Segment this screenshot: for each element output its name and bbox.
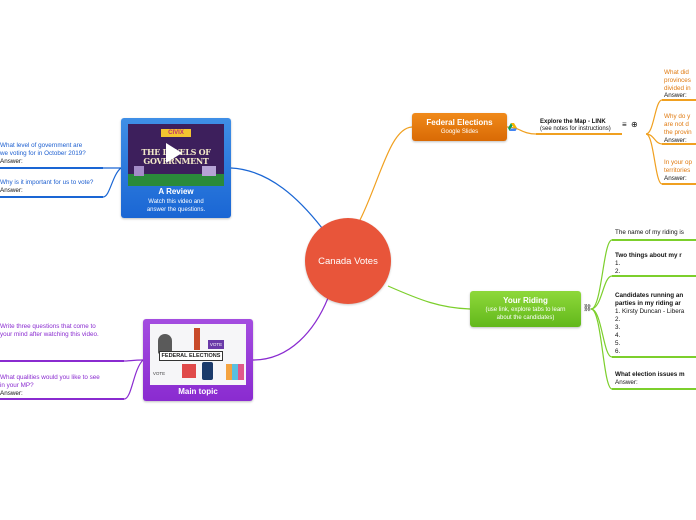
issues-answer[interactable]: Answer: <box>615 379 638 386</box>
federal-question-3-answer[interactable]: Answer: <box>664 175 687 182</box>
thumb-tower <box>194 328 200 350</box>
riding-subtitle-2: about the candidates) <box>496 315 555 321</box>
federal-subtitle: Google Slides <box>440 129 479 135</box>
main-topic-title: Main topic <box>178 387 218 396</box>
two-things-item-2[interactable]: 2. <box>615 268 621 275</box>
main-question-2-line1[interactable]: What qualities would you like to see <box>0 374 100 381</box>
thumb-brand: CIVIX <box>161 129 191 137</box>
candidate-item-2[interactable]: 2. <box>615 316 621 323</box>
federal-elections-thumbnail: VOTE FEDERAL ELECTIONS VOTE <box>150 324 246 385</box>
link-icon[interactable]: ⛓ <box>583 305 592 312</box>
federal-question-1-line2[interactable]: provinces <box>664 77 691 84</box>
explore-map-sublabel: (see notes for instructions) <box>540 126 611 132</box>
thumb-phone <box>202 362 213 380</box>
central-topic-label: Canada Votes <box>318 255 378 267</box>
your-riding-card[interactable]: Your Riding (use link, explore tabs to l… <box>470 291 581 327</box>
main-question-1-line1[interactable]: Write three questions that come to <box>0 323 96 330</box>
two-things-title[interactable]: Two things about my r <box>615 252 682 259</box>
review-question-2-line1[interactable]: Why is it important for us to vote? <box>0 179 94 186</box>
federal-question-2-line3[interactable]: the provin <box>664 129 692 136</box>
thumb-building-right <box>202 166 216 176</box>
review-question-1-line2[interactable]: we voting for in October 2019? <box>0 150 86 157</box>
review-title: A Review <box>158 187 194 196</box>
candidates-title-1[interactable]: Candidates running an <box>615 292 684 299</box>
thumb-ballot-box <box>182 364 196 378</box>
google-drive-icon[interactable] <box>508 123 517 133</box>
candidates-title-2[interactable]: parties in my riding ar <box>615 300 681 307</box>
main-question-1-line2[interactable]: your mind after watching this video. <box>0 331 99 338</box>
federal-title: Federal Elections <box>426 118 493 127</box>
federal-question-2-answer[interactable]: Answer: <box>664 137 687 144</box>
thumb-title: FEDERAL ELECTIONS <box>159 351 223 361</box>
video-thumbnail[interactable]: CIVIX THE LEVELS OF GOVERNMENT <box>128 124 224 186</box>
candidate-item-5[interactable]: 5. <box>615 340 621 347</box>
riding-subtitle-1: (use link, explore tabs to learn <box>485 307 566 313</box>
federal-question-2-line2[interactable]: are not d <box>664 121 689 128</box>
notes-icon[interactable]: ≡ <box>622 120 627 129</box>
thumb-badge-2: VOTE <box>152 371 166 376</box>
review-question-2-answer[interactable]: Answer: <box>0 187 23 194</box>
federal-question-1-answer[interactable]: Answer: <box>664 92 687 99</box>
explore-map-label[interactable]: Explore the Map - LINK <box>540 119 606 125</box>
federal-question-3-line2[interactable]: territories <box>664 167 691 174</box>
review-topic-card[interactable]: CIVIX THE LEVELS OF GOVERNMENT A Review … <box>121 118 231 218</box>
two-things-item-1[interactable]: 1. <box>615 260 621 267</box>
riding-title: Your Riding <box>503 296 548 305</box>
review-subtitle-1: Watch this video and <box>148 199 204 205</box>
play-icon[interactable] <box>166 143 182 163</box>
candidate-item-3[interactable]: 3. <box>615 324 621 331</box>
candidate-item-4[interactable]: 4. <box>615 332 621 339</box>
issues-title[interactable]: What election issues m <box>615 371 685 378</box>
review-subtitle-2: answer the questions. <box>146 207 206 213</box>
thumb-badge: VOTE <box>208 340 224 349</box>
globe-icon[interactable]: ⊕ <box>631 120 638 129</box>
thumb-building-left <box>134 166 144 176</box>
thumb-figure <box>158 334 172 354</box>
review-question-1-line1[interactable]: What level of government are <box>0 142 83 149</box>
federal-question-2-line1[interactable]: Why do y <box>664 113 691 120</box>
candidate-item-6[interactable]: 6. <box>615 348 621 355</box>
candidate-item-1[interactable]: 1. Kirsty Duncan - Libera <box>615 308 685 315</box>
review-question-1-answer[interactable]: Answer: <box>0 158 23 165</box>
federal-elections-card[interactable]: Federal Elections Google Slides <box>412 113 507 141</box>
federal-question-3-line1[interactable]: In your op <box>664 159 693 166</box>
federal-question-1-line3[interactable]: divided in <box>664 85 691 92</box>
thumb-ground <box>128 174 224 186</box>
main-question-2-line2[interactable]: in your MP? <box>0 382 34 389</box>
riding-name-item[interactable]: The name of my riding is <box>615 229 684 236</box>
thumb-grid <box>226 364 244 380</box>
main-question-2-answer[interactable]: Answer: <box>0 390 23 397</box>
federal-question-1-line1[interactable]: What did <box>664 69 689 76</box>
central-topic[interactable]: Canada Votes <box>305 218 391 304</box>
main-topic-card[interactable]: VOTE FEDERAL ELECTIONS VOTE Main topic <box>143 319 253 401</box>
